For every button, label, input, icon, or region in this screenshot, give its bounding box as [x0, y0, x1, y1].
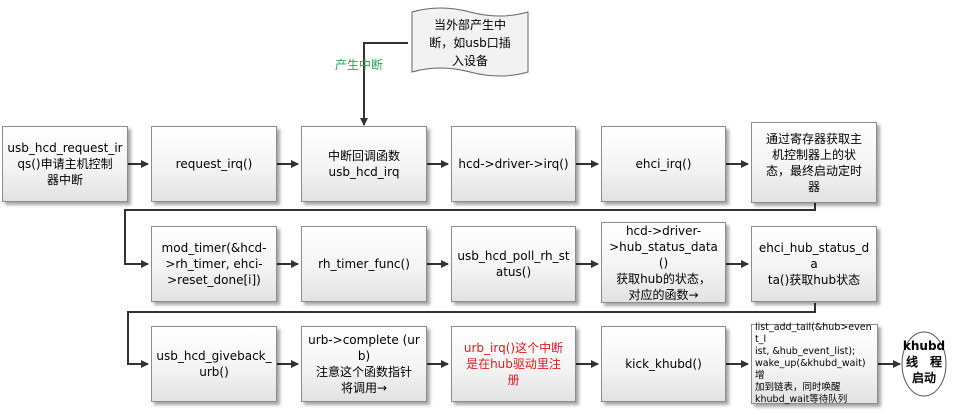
node-rh-timer-func: rh_timer_func()	[301, 226, 427, 302]
node-mod-timer: mod_timer(&hcd- >rh_timer, ehci- >reset_…	[151, 226, 277, 302]
node-urb-complete: urb->complete (urb) 注意这个函数指针 将调用→	[301, 326, 427, 402]
arrow-trigger-down	[360, 42, 408, 126]
node-request-irq: request_irq()	[151, 126, 277, 202]
node-kick-khubd: kick_khubd()	[601, 326, 726, 402]
arrow-wrap-2	[127, 303, 816, 368]
node-list-add-tail: list_add_tail(&hub>event_l ist, &hub_eve…	[751, 322, 878, 405]
node-ehci-irq: ehci_irq()	[601, 126, 726, 202]
end-khubd-thread: khubd 线 程 启动	[902, 339, 946, 385]
node-register-status: 通过寄存器获取主 机控制器上的状 态，最终启动定时 器	[751, 122, 877, 203]
end-circle-shape	[901, 331, 947, 397]
node-urb-irq: urb_irq()这个中断 是在hub驱动里注 册	[451, 326, 576, 402]
node-usb-hcd-giveback-urb: usb_hcd_giveback_ urb()	[151, 326, 277, 402]
arrow-wrap-1	[124, 203, 816, 268]
node-usb-hcd-request-irqs: usb_hcd_request_ir qs()申请主机控制 器中断	[2, 126, 128, 202]
event-label: 产生中断	[335, 58, 384, 72]
node-usb-hcd-poll-rh-status: usb_hcd_poll_rh_st atus()	[451, 226, 576, 302]
node-hub-status-data: hcd->driver- >hub_status_data() 获取hub的状态…	[601, 222, 726, 303]
node-ehci-hub-status-data: ehci_hub_status_da ta()获取hub状态	[751, 226, 877, 302]
trigger-text: 当外部产生中 断，如usb口插 入设备	[429, 18, 511, 68]
node-hcd-driver-irq: hcd->driver->irq()	[451, 126, 576, 202]
node-usb-hcd-irq: 中断回调函数 usb_hcd_irq	[301, 126, 427, 202]
trigger-tape-shape	[411, 7, 529, 77]
